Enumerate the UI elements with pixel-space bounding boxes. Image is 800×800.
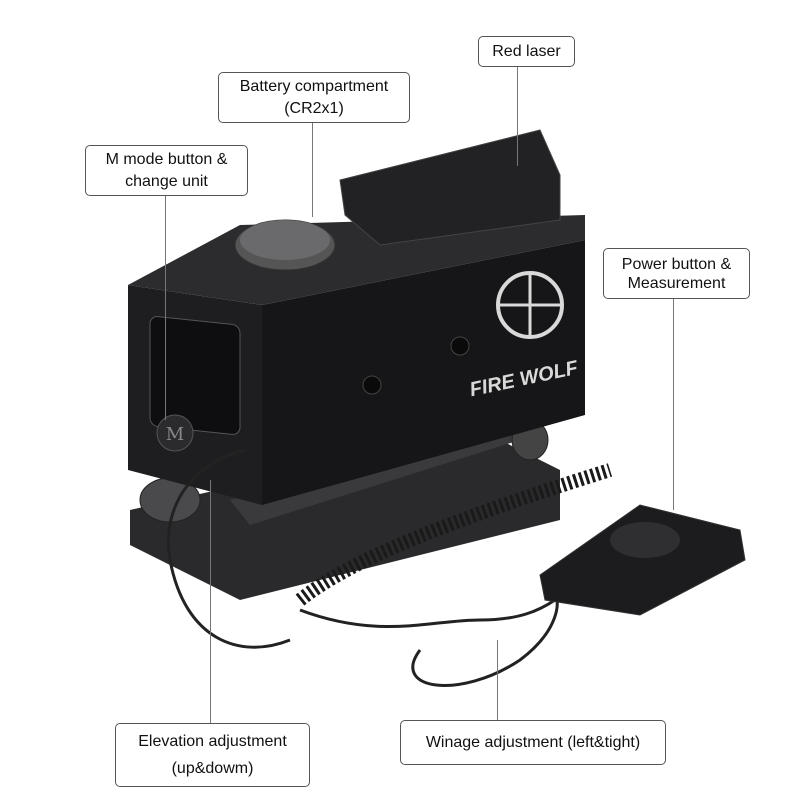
battery-cap-top xyxy=(240,220,330,260)
mount-base xyxy=(130,430,560,600)
screw xyxy=(450,336,470,356)
leader-line-red-laser xyxy=(517,66,518,166)
callout-red-laser: Red laser xyxy=(478,36,575,67)
callout-text: change unit xyxy=(125,172,208,190)
remote-power-switch xyxy=(539,504,746,616)
leader-line-m-mode xyxy=(165,196,166,420)
callout-elevation-adjustment: Elevation adjustment (up&dowm) xyxy=(115,723,310,787)
red-laser-module xyxy=(339,129,561,246)
callout-text: Red laser xyxy=(492,42,561,60)
leader-line-elevation xyxy=(210,480,211,723)
callout-m-mode-button: M mode button & change unit xyxy=(85,145,248,196)
callout-text: (up&dowm) xyxy=(171,760,254,777)
leader-line-battery xyxy=(312,122,313,217)
callout-text: Battery compartment xyxy=(239,77,389,95)
lens-window xyxy=(149,316,241,435)
power-button xyxy=(610,522,680,558)
callout-text: Power button & xyxy=(621,255,732,273)
callout-windage-adjustment: Winage adjustment (left&tight) xyxy=(400,720,666,765)
cable-loop xyxy=(411,593,559,687)
callout-text: Measurement xyxy=(627,274,726,292)
callout-text: Elevation adjustment xyxy=(138,733,287,750)
m-mode-glyph: M xyxy=(166,424,184,445)
leader-line-windage xyxy=(497,640,498,720)
cable xyxy=(167,448,556,649)
leader-line-power xyxy=(673,298,674,510)
m-mode-button xyxy=(156,414,194,452)
screw xyxy=(362,375,382,395)
callout-text: (CR2x1) xyxy=(284,99,344,117)
callout-text: M mode button & xyxy=(105,150,228,168)
callout-text: Winage adjustment (left&tight) xyxy=(425,733,641,751)
callout-battery-compartment: Battery compartment (CR2x1) xyxy=(218,72,410,123)
callout-power-button: Power button & Measurement xyxy=(603,248,750,299)
fire-wolf-logo xyxy=(496,271,564,339)
